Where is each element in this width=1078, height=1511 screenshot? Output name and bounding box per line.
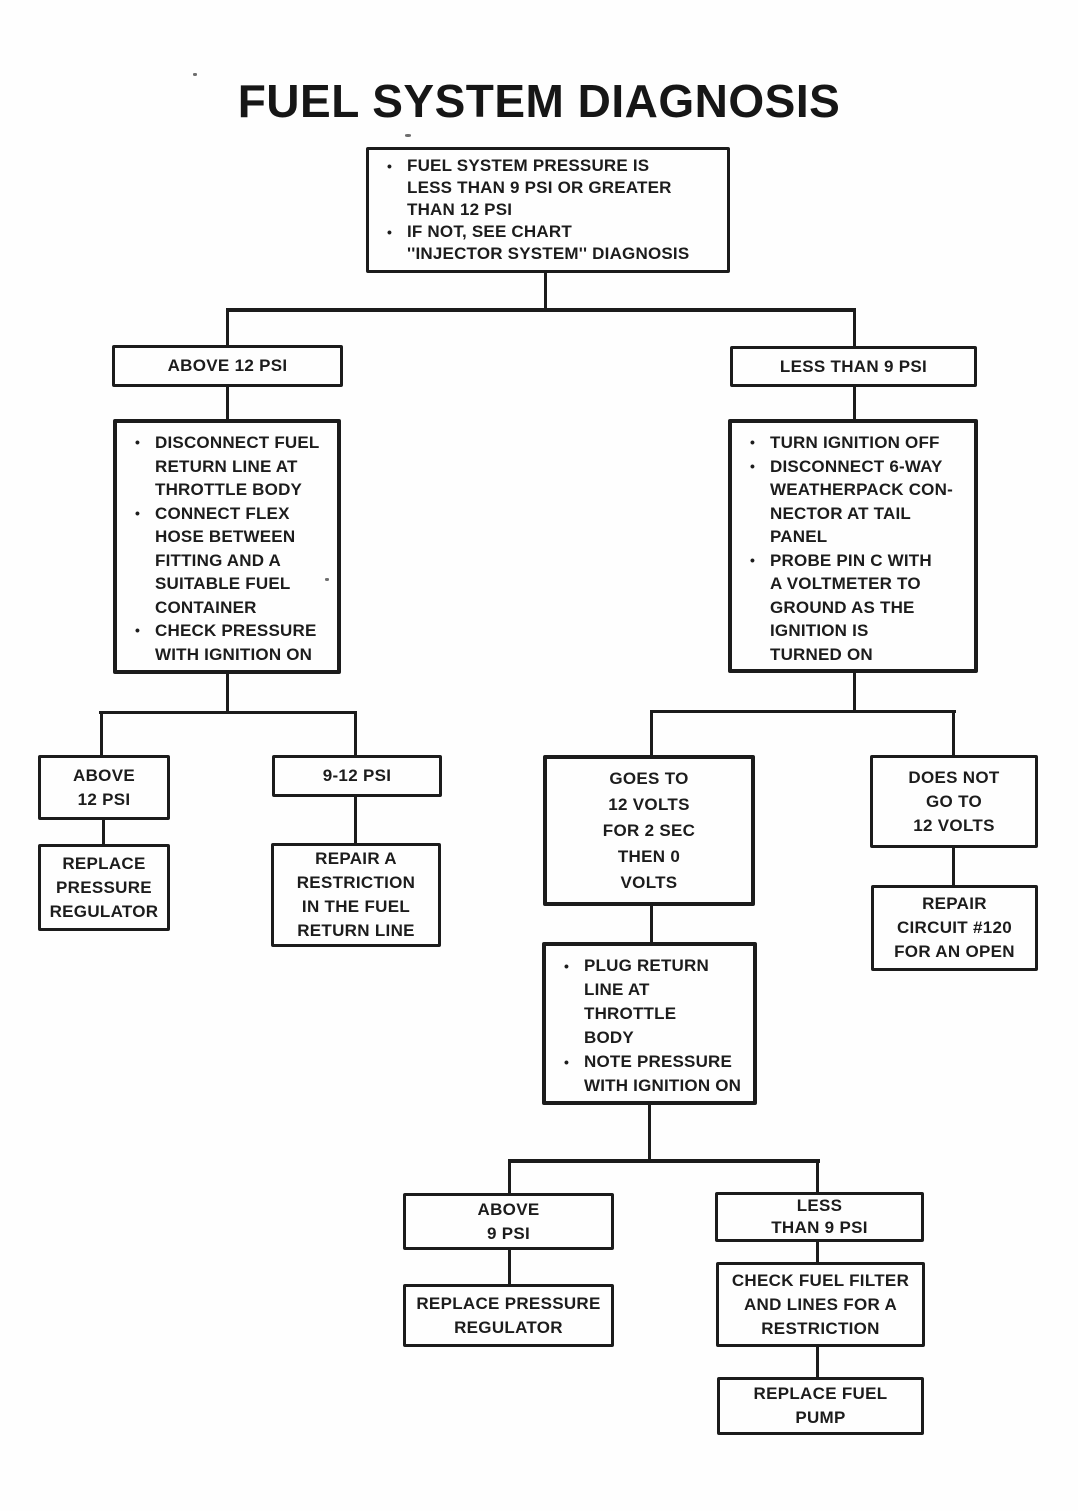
connector-to-repair-restriction <box>354 796 357 844</box>
bullet-item: • PROBE PIN C WITH A VOLTMETER TO GROUND… <box>746 549 970 667</box>
flow-node-replace-fuel-pump: REPLACE FUEL PUMP <box>717 1377 924 1435</box>
bullet-text: CONNECT FLEX HOSE BETWEEN FITTING AND A … <box>155 503 296 617</box>
flow-node-above-12-psi-result: ABOVE 12 PSI <box>38 755 170 820</box>
bullet-item: • CONNECT FLEX HOSE BETWEEN FITTING AND … <box>131 502 333 620</box>
node-label: DOES NOT GO TO 12 VOLTS <box>908 767 1000 835</box>
flow-node-repair-restriction: REPAIR A RESTRICTION IN THE FUEL RETURN … <box>271 843 441 947</box>
node-label: LESS THAN 9 PSI <box>779 356 928 376</box>
bullet-text: TURN IGNITION OFF <box>770 433 940 452</box>
node-label: LESS THAN 9 PSI <box>771 1196 868 1237</box>
bullet-text: PROBE PIN C WITH A VOLTMETER TO GROUND A… <box>770 550 932 664</box>
connector-drop-does-not-go <box>952 710 955 756</box>
node-label: 9-12 PSI <box>322 766 392 785</box>
bullet-text: NOTE PRESSURE WITH IGNITION ON <box>584 1052 742 1095</box>
node-label: ABOVE 12 PSI <box>167 356 288 375</box>
connector-left-horizontal <box>99 711 357 714</box>
flow-node-goes-to-12-volts: GOES TO 12 VOLTS FOR 2 SEC THEN 0 VOLTS <box>543 755 755 906</box>
bullet-icon: • <box>564 958 569 974</box>
connector-to-check-fuel-filter <box>816 1239 819 1263</box>
bullet-text: DISCONNECT 6-WAY WEATHERPACK CON- NECTOR… <box>770 456 953 547</box>
connector-right-steps-down <box>853 671 856 713</box>
bullet-icon: • <box>135 504 140 521</box>
connector-main-horizontal <box>226 308 856 312</box>
flow-node-does-not-go-12-volts: DOES NOT GO TO 12 VOLTS <box>870 755 1038 848</box>
bullet-text: FUEL SYSTEM PRESSURE IS LESS THAN 9 PSI … <box>407 156 672 219</box>
node-label: REPLACE PRESSURE REGULATOR <box>416 1293 601 1337</box>
connector-drop-above-12 <box>226 308 229 346</box>
connector-left-steps-down <box>226 672 229 714</box>
node-label: REPAIR A RESTRICTION IN THE FUEL RETURN … <box>296 849 416 940</box>
scan-speck <box>325 578 329 581</box>
bullet-text: IF NOT, SEE CHART ''INJECTOR SYSTEM'' DI… <box>407 222 690 263</box>
connector-right-horizontal <box>650 710 956 713</box>
node-label: ABOVE 9 PSI <box>477 1199 540 1243</box>
bullet-icon: • <box>387 158 392 174</box>
bullet-text: DISCONNECT FUEL RETURN LINE AT THROTTLE … <box>155 433 320 499</box>
connector-to-replace-regulator-left <box>102 819 105 845</box>
flow-node-replace-regulator-bottom: REPLACE PRESSURE REGULATOR <box>403 1284 614 1347</box>
connector-start-down <box>544 273 547 311</box>
connector-plug-return-down <box>648 1104 651 1161</box>
flow-node-replace-regulator-left: REPLACE PRESSURE REGULATOR <box>38 844 170 931</box>
flow-node-less-than-9-psi: LESS THAN 9 PSI <box>730 346 977 387</box>
connector-drop-less-9-2 <box>816 1159 819 1193</box>
connector-drop-above-12-result <box>100 711 103 756</box>
node-label: GOES TO 12 VOLTS FOR 2 SEC THEN 0 VOLTS <box>602 768 696 892</box>
bullet-item: • FUEL SYSTEM PRESSURE IS LESS THAN 9 PS… <box>383 155 723 221</box>
flow-node-less-9-steps: • TURN IGNITION OFF • DISCONNECT 6-WAY W… <box>728 419 978 673</box>
connector-above-12-to-steps <box>226 386 229 420</box>
connector-drop-goes-to <box>650 710 653 756</box>
connector-drop-9-12-psi <box>354 711 357 756</box>
connector-to-plug-return <box>650 904 653 943</box>
page-title: FUEL SYSTEM DIAGNOSIS <box>237 75 841 127</box>
bullet-item: • NOTE PRESSURE WITH IGNITION ON <box>560 1050 749 1098</box>
bullet-icon: • <box>387 224 392 240</box>
node-label: REPLACE PRESSURE REGULATOR <box>49 853 159 921</box>
flow-node-start: • FUEL SYSTEM PRESSURE IS LESS THAN 9 PS… <box>366 147 730 273</box>
scan-speck <box>193 73 197 76</box>
bullet-icon: • <box>135 434 140 450</box>
scan-speck <box>405 134 411 137</box>
connector-to-repair-circuit <box>952 847 955 886</box>
flow-node-above-9-psi: ABOVE 9 PSI <box>403 1193 614 1250</box>
bullet-item: • DISCONNECT FUEL RETURN LINE AT THROTTL… <box>131 431 333 502</box>
bullet-item: • IF NOT, SEE CHART ''INJECTOR SYSTEM'' … <box>383 221 723 265</box>
flow-node-plug-return-steps: • PLUG RETURN LINE AT THROTTLE BODY • NO… <box>542 942 757 1105</box>
bullet-item: • DISCONNECT 6-WAY WEATHERPACK CON- NECT… <box>746 455 970 549</box>
bullet-icon: • <box>135 622 140 638</box>
node-label: REPAIR CIRCUIT #120 FOR AN OPEN <box>894 894 1015 961</box>
connector-to-replace-regulator-bottom <box>508 1249 511 1285</box>
bullet-icon: • <box>564 1054 569 1070</box>
bullet-text: PLUG RETURN LINE AT THROTTLE BODY <box>584 956 709 1047</box>
bullet-icon: • <box>750 434 755 450</box>
bullet-text: CHECK PRESSURE WITH IGNITION ON <box>155 621 317 664</box>
flow-node-above-12-psi: ABOVE 12 PSI <box>112 345 343 387</box>
node-label: ABOVE 12 PSI <box>73 765 135 809</box>
node-label: CHECK FUEL FILTER AND LINES FOR A RESTRI… <box>731 1270 910 1338</box>
bullet-item: • TURN IGNITION OFF <box>746 431 970 455</box>
bullet-icon: • <box>750 457 755 474</box>
connector-drop-less-9 <box>853 308 856 347</box>
connector-to-replace-fuel-pump <box>816 1346 819 1378</box>
connector-bottom-horizontal <box>508 1159 820 1163</box>
bullet-item: • CHECK PRESSURE WITH IGNITION ON <box>131 619 333 666</box>
flow-node-above-12-steps: • DISCONNECT FUEL RETURN LINE AT THROTTL… <box>113 419 341 674</box>
bullet-icon: • <box>750 551 755 568</box>
flow-node-less-than-9-psi-2: LESS THAN 9 PSI <box>715 1192 924 1242</box>
connector-drop-above-9 <box>508 1159 511 1194</box>
flow-node-repair-circuit-120: REPAIR CIRCUIT #120 FOR AN OPEN <box>871 885 1038 971</box>
node-label: REPLACE FUEL PUMP <box>753 1384 888 1427</box>
flow-node-check-fuel-filter: CHECK FUEL FILTER AND LINES FOR A RESTRI… <box>716 1262 925 1347</box>
connector-less-9-to-steps <box>853 386 856 420</box>
flow-node-9-12-psi: 9-12 PSI <box>272 755 442 797</box>
bullet-item: • PLUG RETURN LINE AT THROTTLE BODY <box>560 954 749 1050</box>
